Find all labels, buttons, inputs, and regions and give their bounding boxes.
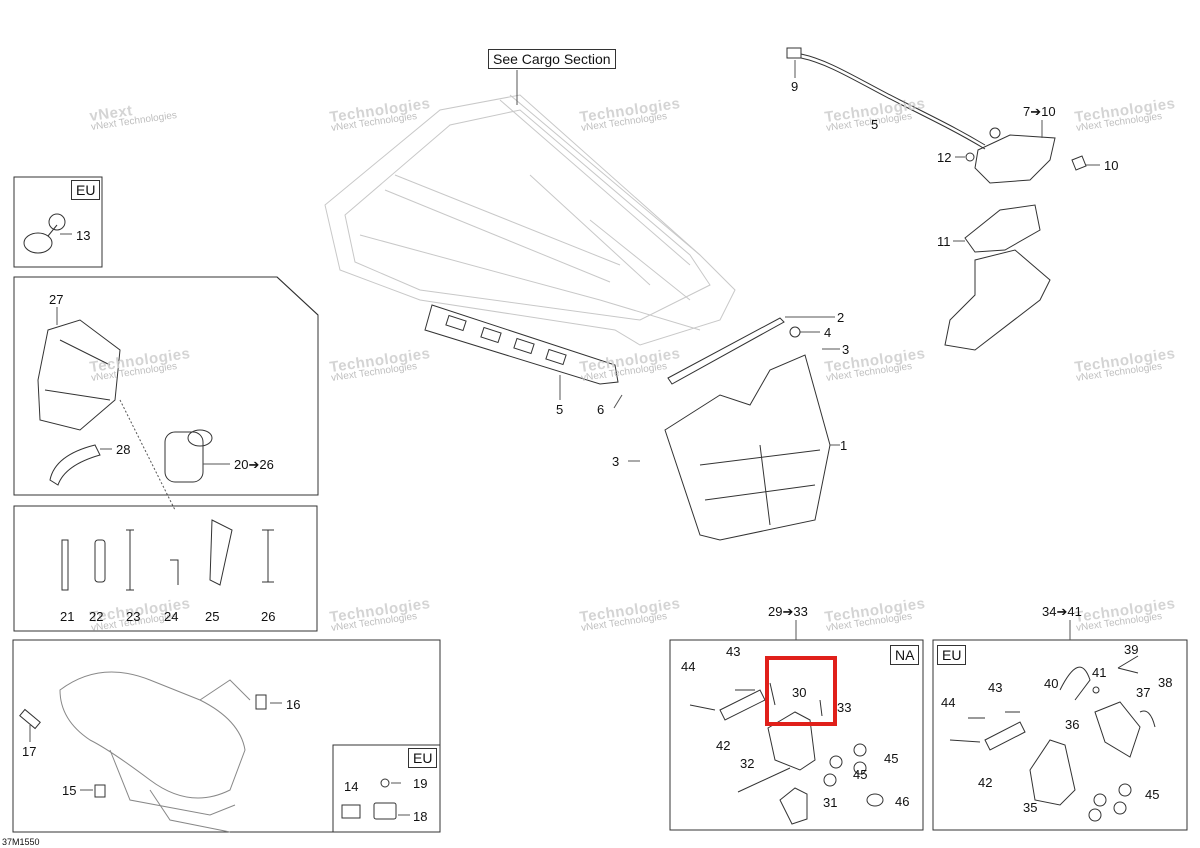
callout-41: 41 xyxy=(1092,665,1107,680)
callout-45: 45 xyxy=(884,751,899,766)
callout-40: 40 xyxy=(1044,676,1059,691)
side-rail-part xyxy=(424,304,619,385)
tool-kit-bag-part xyxy=(37,319,213,486)
callout-43: 43 xyxy=(726,644,741,659)
tail-light-part xyxy=(965,127,1087,184)
callout-20-26: 20➔26 xyxy=(234,457,274,472)
callout-9: 9 xyxy=(791,79,799,94)
pocket-part xyxy=(373,802,397,820)
callout-21: 21 xyxy=(60,609,75,624)
reflector-part xyxy=(23,213,66,254)
callout-27: 27 xyxy=(49,292,64,307)
region-tag-eu: EU xyxy=(937,645,967,665)
callout-43: 43 xyxy=(988,680,1003,695)
callout-34-41: 34➔41 xyxy=(1042,604,1082,619)
region-tag-eu: EU xyxy=(71,180,101,200)
callout-4: 4 xyxy=(824,325,832,340)
callout-11: 11 xyxy=(937,234,951,249)
callout-39: 39 xyxy=(1124,642,1139,657)
callout-44: 44 xyxy=(941,695,956,710)
callout-33: 33 xyxy=(837,700,852,715)
callout-30: 30 xyxy=(792,685,807,700)
callout-14: 14 xyxy=(344,779,359,794)
callout-24: 24 xyxy=(164,609,179,624)
hitch-na-parts xyxy=(689,682,884,825)
callout-25: 25 xyxy=(205,609,220,624)
callout-17: 17 xyxy=(22,744,37,759)
snowmobile-outline xyxy=(59,671,251,833)
cargo-section-note: See Cargo Section xyxy=(488,49,616,69)
callout-32: 32 xyxy=(740,756,755,771)
light-housing-part xyxy=(944,204,1051,351)
callout-10: 10 xyxy=(1104,158,1119,173)
callout-3: 3 xyxy=(612,454,620,469)
callout-26: 26 xyxy=(261,609,276,624)
callout-42: 42 xyxy=(716,738,731,753)
decal-part xyxy=(341,804,361,819)
callout-5: 5 xyxy=(556,402,564,417)
callout-15: 15 xyxy=(62,783,77,798)
cargo-rack-ghost xyxy=(324,94,736,346)
callout-44: 44 xyxy=(681,659,696,674)
callout-28: 28 xyxy=(116,442,131,457)
callout-5: 5 xyxy=(871,117,879,132)
callout-12: 12 xyxy=(937,150,952,165)
callout-2: 2 xyxy=(837,310,845,325)
callout-45: 45 xyxy=(853,767,868,782)
callout-6: 6 xyxy=(597,402,605,417)
callout-46: 46 xyxy=(895,794,910,809)
callout-31: 31 xyxy=(823,795,838,810)
callout-35: 35 xyxy=(1023,800,1038,815)
sheet-code: 37M1550 xyxy=(2,837,40,847)
callout-22: 22 xyxy=(89,609,104,624)
callout-16: 16 xyxy=(286,697,301,712)
region-tag-eu: EU xyxy=(408,748,438,768)
callout-18: 18 xyxy=(413,809,428,824)
tools-part xyxy=(61,519,274,591)
callout-37: 37 xyxy=(1136,685,1151,700)
highlight-box xyxy=(765,656,837,726)
callout-36: 36 xyxy=(1065,717,1080,732)
callout-29-33: 29➔33 xyxy=(768,604,808,619)
callout-42: 42 xyxy=(978,775,993,790)
snow-flap-part xyxy=(664,317,831,541)
callout-19: 19 xyxy=(413,776,428,791)
callout-3: 3 xyxy=(842,342,850,357)
callout-38: 38 xyxy=(1158,675,1173,690)
hitch-eu-parts xyxy=(949,655,1156,822)
callout-1: 1 xyxy=(840,438,848,453)
callout-7-10: 7➔10 xyxy=(1023,104,1056,119)
callout-13: 13 xyxy=(76,228,91,243)
region-tag-na: NA xyxy=(890,645,920,665)
callout-45: 45 xyxy=(1145,787,1160,802)
callout-23: 23 xyxy=(126,609,141,624)
wiring-harness-part xyxy=(786,47,986,150)
